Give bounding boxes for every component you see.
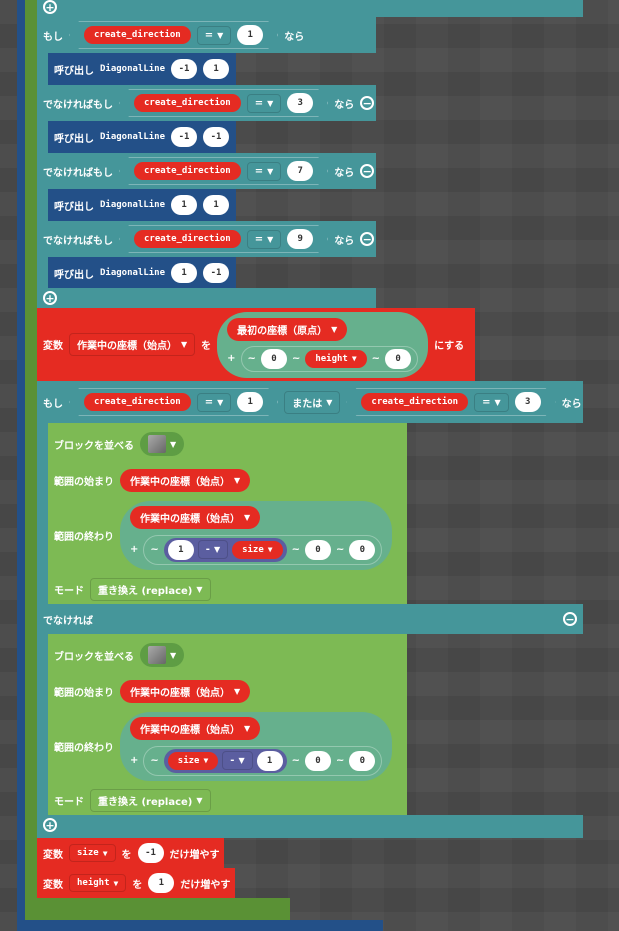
start-dropdown[interactable]: 作業中の座標（始点）▼	[120, 679, 251, 703]
origin-dropdown[interactable]: 最初の座標（原点）▼	[227, 317, 348, 341]
z-input[interactable]: 0	[349, 539, 376, 560]
value-input[interactable]: 7	[287, 161, 313, 181]
operator-dropdown[interactable]: =▼	[474, 393, 509, 412]
value-input[interactable]: 3	[515, 392, 541, 412]
variable-dropdown[interactable]: 作業中の座標（始点）▼	[69, 333, 196, 356]
arg-input[interactable]: 1	[171, 263, 198, 283]
variable-dropdown[interactable]: height▼	[69, 874, 127, 892]
elseif-row[interactable]: でなければもし create_direction=▼7 なら−	[37, 153, 376, 189]
minus-icon[interactable]: −	[563, 612, 577, 626]
arg-input[interactable]: 1	[171, 195, 198, 215]
math-op[interactable]: 1-▼size▼	[163, 537, 287, 562]
set-variable-block[interactable]: 変数 作業中の座標（始点）▼ を 最初の座標（原点）▼ + ~0~ height…	[37, 308, 475, 381]
arg-input[interactable]: 1	[203, 59, 230, 79]
fill-block[interactable]: ブロックを並べる▼ 範囲の始まり作業中の座標（始点）▼ 範囲の終わり 作業中の座…	[48, 634, 407, 815]
value-input[interactable]: 3	[287, 93, 313, 113]
if-row[interactable]: もし create_direction=▼1 なら	[37, 17, 376, 53]
label: 変数	[43, 341, 63, 352]
minus-icon[interactable]: −	[360, 96, 375, 110]
value-input[interactable]: 9	[287, 229, 313, 249]
start-dropdown[interactable]: 作業中の座標（始点）▼	[120, 468, 251, 492]
mode-dropdown[interactable]: 重き換え (replace)▼	[90, 577, 211, 601]
if-else-bottom: +	[37, 815, 583, 838]
z-input[interactable]: 0	[385, 348, 412, 369]
or-dropdown[interactable]: または▼	[284, 390, 341, 414]
end-dropdown[interactable]: 作業中の座標（始点）▼	[130, 716, 261, 740]
loop-bottom	[25, 898, 290, 920]
block-picker[interactable]: ▼	[140, 432, 185, 456]
elseif-row[interactable]: でなければもし create_direction=▼3 なら−	[37, 85, 376, 121]
variable-dropdown[interactable]: size▼	[232, 540, 283, 559]
operator-dropdown[interactable]: -▼	[197, 540, 229, 559]
if-bottom: +	[37, 288, 376, 308]
arg-input[interactable]: 1	[203, 195, 230, 215]
variable-reporter[interactable]: create_direction	[134, 94, 241, 112]
y-input[interactable]: 0	[305, 750, 331, 771]
operator-dropdown[interactable]: =▼	[247, 94, 282, 113]
arg-input[interactable]: -1	[171, 59, 198, 79]
minus-icon[interactable]: −	[360, 232, 375, 246]
math-op[interactable]: size▼-▼1	[163, 748, 287, 773]
elseif-row[interactable]: でなければもし create_direction=▼9 なら−	[37, 221, 376, 257]
operator-dropdown[interactable]: =▼	[247, 230, 282, 249]
value-input[interactable]: 1	[237, 25, 263, 45]
y-input[interactable]: 0	[305, 539, 331, 560]
x-input[interactable]: 0	[260, 348, 287, 369]
end-dropdown[interactable]: 作業中の座標（始点）▼	[130, 505, 261, 529]
block-picker[interactable]: ▼	[140, 643, 185, 667]
position-add: 最初の座標（原点）▼ + ~0~ height▼~ 0	[217, 311, 429, 378]
arg-input[interactable]: -1	[171, 127, 198, 147]
loop-rail	[25, 0, 37, 920]
label: にする	[434, 341, 465, 352]
prev-if-bottom: +	[37, 0, 583, 17]
plus-icon[interactable]: +	[43, 0, 57, 14]
label: を	[201, 341, 212, 352]
plus-icon[interactable]: +	[43, 818, 57, 832]
variable-dropdown[interactable]: size▼	[167, 751, 219, 770]
value-input[interactable]: 1	[256, 750, 283, 771]
variable-reporter[interactable]: create_direction	[134, 230, 241, 248]
variable-reporter[interactable]: create_direction	[84, 26, 191, 44]
outer-function-bottom	[17, 920, 383, 931]
mode-dropdown[interactable]: 重き換え (replace)▼	[90, 788, 211, 812]
z-input[interactable]: 0	[349, 750, 376, 771]
variable-reporter[interactable]: create_direction	[84, 393, 191, 411]
fill-block[interactable]: ブロックを並べる▼ 範囲の始まり作業中の座標（始点）▼ 範囲の終わり 作業中の座…	[48, 423, 407, 604]
else-row: でなければ−	[37, 604, 583, 634]
variable-reporter[interactable]: create_direction	[134, 162, 241, 180]
value-input[interactable]: -1	[137, 843, 164, 863]
plus-icon[interactable]: +	[43, 291, 57, 305]
stone-block-icon	[148, 435, 166, 453]
arg-input[interactable]: -1	[203, 127, 230, 147]
operator-dropdown[interactable]: -▼	[222, 751, 253, 770]
height-dropdown[interactable]: height▼	[305, 349, 367, 368]
operator-dropdown[interactable]: =▼	[247, 162, 282, 181]
operator-dropdown[interactable]: =▼	[197, 26, 232, 45]
minus-icon[interactable]: −	[360, 164, 375, 178]
value-input[interactable]: 1	[148, 873, 175, 893]
variable-dropdown[interactable]: size▼	[69, 844, 116, 862]
value-input[interactable]: 1	[167, 539, 194, 560]
variable-reporter[interactable]: create_direction	[361, 393, 468, 411]
stone-block-icon	[148, 646, 166, 664]
value-input[interactable]: 1	[237, 392, 263, 412]
if-or-header[interactable]: もし create_direction=▼1 または▼ create_direc…	[37, 381, 583, 423]
operator-dropdown[interactable]: =▼	[197, 393, 232, 412]
outer-function-rail	[17, 0, 25, 931]
arg-input[interactable]: -1	[203, 263, 230, 283]
